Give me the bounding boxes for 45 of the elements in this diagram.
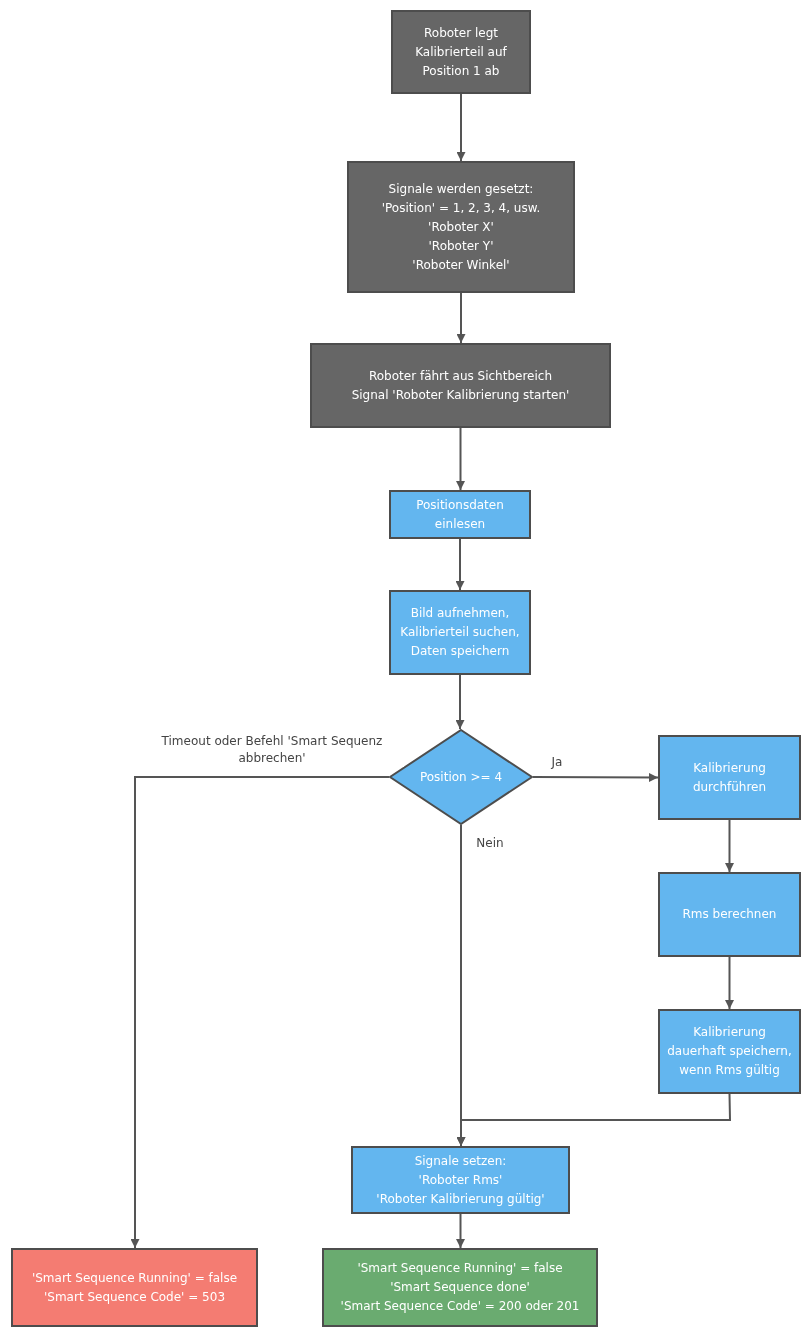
arrow	[725, 819, 734, 873]
node-text: 'Roboter Y'	[428, 237, 494, 255]
node-text: 'Position' = 1, 2, 3, 4, usw.	[381, 199, 541, 217]
node-text: Positionsdaten einlesen	[415, 496, 505, 533]
process-box	[351, 1146, 570, 1214]
node-text: Kalibrierung dauerhaft speichern, wenn Rms gültig	[666, 1024, 793, 1079]
node-text: 'Smart Sequence done'	[390, 1279, 530, 1296]
arrow	[456, 427, 465, 491]
node-text: Signal 'Roboter Kalibrierung starten'	[351, 386, 570, 404]
error-box	[11, 1248, 258, 1327]
process-box	[658, 872, 801, 957]
node-text: Roboter fährt aus Sichtbereich	[368, 367, 552, 385]
arrow	[455, 538, 465, 591]
process-box	[658, 735, 801, 820]
node-text: 'Roboter Winkel'	[412, 256, 510, 274]
node-text: 'Roboter Rms'	[418, 1171, 503, 1189]
node-text: 'Roboter X'	[428, 218, 494, 236]
arrow	[456, 824, 466, 1147]
arrow	[130, 776, 390, 1249]
node-text: Rms berechnen	[682, 906, 777, 923]
arrow	[532, 772, 659, 782]
node-text: Position >= 4	[419, 768, 503, 786]
process-box	[658, 1009, 801, 1094]
node-text: Signale werden gesetzt:	[388, 180, 534, 198]
node-text: 'Roboter Kalibrierung gültig'	[376, 1190, 545, 1208]
node-text: Kalibrierung durchführen	[691, 759, 768, 796]
node-text: 'Smart Sequence Running' = false	[357, 1260, 563, 1277]
arrow	[456, 93, 466, 162]
process-box	[389, 490, 531, 539]
decision-diamond	[389, 729, 533, 825]
node-text: Bild aufnehmen, Kalibrierteil suchen, Daten speichern	[399, 605, 521, 660]
node-text: 'Smart Sequence Running' = false	[31, 1269, 238, 1287]
node-text: 'Smart Sequence Code' = 200 oder 201	[340, 1298, 580, 1315]
arrow	[725, 956, 734, 1010]
node-text: 'Smart Sequence Code' = 503	[44, 1288, 225, 1306]
process-box	[347, 161, 575, 293]
arrow	[456, 292, 466, 344]
arrow	[455, 674, 465, 730]
process-box	[310, 343, 611, 428]
node-text: Roboter legt Kalibrierteil auf Position 1 ab	[414, 24, 508, 80]
success-box	[322, 1248, 598, 1327]
process-box	[391, 10, 531, 94]
process-box	[389, 590, 531, 675]
arrow	[456, 1213, 465, 1249]
node-text: Signale setzen:	[414, 1152, 507, 1170]
